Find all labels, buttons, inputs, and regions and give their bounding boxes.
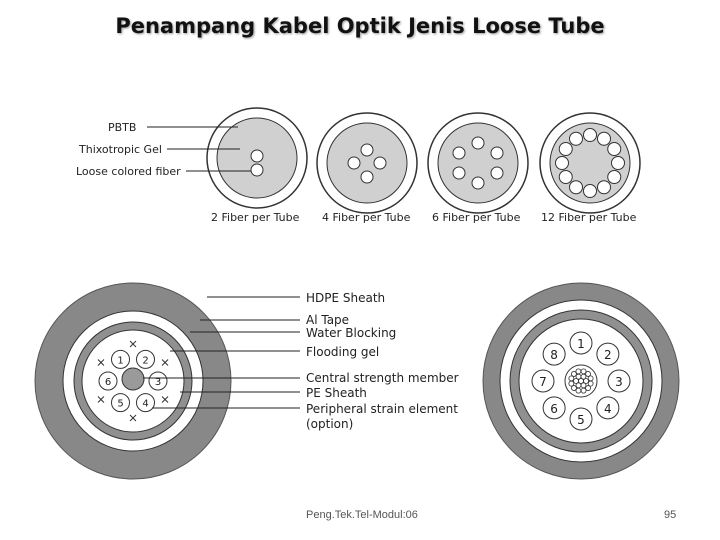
loose-tube-6: 6: [542, 396, 566, 420]
fiber: [597, 131, 611, 146]
tube-number: 4: [604, 402, 612, 416]
caption-4-fiber: 4 Fiber per Tube: [322, 211, 411, 224]
tube-number: 3: [615, 375, 623, 389]
tube-number: 2: [142, 355, 148, 366]
fiber: [250, 163, 264, 177]
loose-tube-3: 3: [148, 371, 168, 391]
label-central-strength-member: Central strength member: [306, 371, 459, 385]
cable-cross-section-left: 1 234 56: [34, 282, 232, 480]
page-title: Penampang Kabel Optik Jenis Loose Tube: [115, 14, 605, 38]
fiber: [607, 142, 622, 156]
peripheral-strain-element: [97, 396, 105, 403]
peripheral-strain-element: [161, 359, 169, 366]
fiber: [611, 156, 625, 170]
fiber: [490, 166, 504, 180]
tube-number: 5: [117, 399, 123, 410]
label-peripheral-strain-element: Peripheral strain element: [306, 402, 458, 416]
fiber: [471, 176, 485, 190]
fiber: [569, 180, 583, 195]
tube-number: 2: [604, 348, 612, 362]
fiber: [597, 180, 611, 195]
loose-tube-2: 2: [596, 342, 620, 366]
loose-tube-7: 7: [531, 369, 555, 393]
fiber: [452, 166, 466, 180]
tube-4-fiber: [316, 112, 418, 214]
tube-number: 3: [155, 377, 161, 388]
fiber: [360, 170, 374, 184]
fiber: [452, 146, 466, 160]
fiber: [569, 131, 583, 146]
loose-tube-4: 4: [136, 393, 155, 413]
peripheral-strain-element: [129, 414, 137, 422]
loose-tube-1: 1: [111, 349, 130, 369]
tube-number: 4: [142, 399, 148, 410]
fiber: [558, 170, 573, 184]
tube-number: 1: [577, 337, 585, 351]
footer-source: Peng.Tek.Tel-Modul:06: [306, 509, 418, 521]
loose-tube-8: 8: [542, 342, 566, 366]
central-strength-member: [121, 367, 145, 391]
tube-number: 8: [550, 348, 558, 362]
fiber: [471, 136, 485, 150]
label-al-tape: Al Tape: [306, 313, 349, 327]
peripheral-strain-element: [161, 396, 169, 403]
page-number: 95: [664, 509, 677, 521]
tube-number: 6: [105, 377, 111, 388]
caption-6-fiber: 6 Fiber per Tube: [432, 211, 521, 224]
fiber: [555, 156, 569, 170]
cable-cross-section-right: 1 234 5 678: [482, 282, 680, 480]
label-pe-sheath: PE Sheath: [306, 386, 367, 400]
peripheral-strain-element: [97, 359, 105, 366]
loose-tube-5: 5: [569, 407, 593, 431]
label-loose-colored-fiber: Loose colored fiber: [76, 165, 181, 178]
loose-tube-4: 4: [596, 396, 620, 420]
tube-number: 1: [117, 355, 123, 366]
label-thixotropic-gel: Thixotropic Gel: [78, 143, 162, 156]
caption-2-fiber: 2 Fiber per Tube: [211, 211, 300, 224]
fiber: [607, 170, 622, 184]
fiber: [490, 146, 504, 160]
loose-tube-2: 2: [136, 349, 155, 369]
tube-2-fiber: [206, 107, 308, 209]
label-peripheral-option: (option): [306, 417, 353, 431]
label-hdpe-sheath: HDPE Sheath: [306, 291, 385, 305]
fiber: [583, 128, 597, 142]
fiber: [250, 149, 264, 163]
loose-tube-6: 6: [98, 371, 118, 391]
tube-12-fiber: [539, 112, 641, 214]
fiber: [360, 143, 374, 157]
label-water-blocking: Water Blocking: [306, 326, 396, 340]
fiber: [558, 142, 573, 156]
fiber: [373, 156, 387, 170]
fiber: [347, 156, 361, 170]
tube-6-fiber: [427, 112, 529, 214]
peripheral-strain-element: [129, 340, 137, 348]
loose-tube-3: 3: [607, 369, 631, 393]
tube-number: 5: [577, 413, 585, 427]
loose-tube-5: 5: [111, 393, 130, 413]
tube-number: 7: [539, 375, 547, 389]
tube-number: 6: [550, 402, 558, 416]
caption-12-fiber: 12 Fiber per Tube: [541, 211, 637, 224]
label-flooding-gel: Flooding gel: [306, 345, 379, 359]
fiber: [583, 184, 597, 198]
label-pbtb: PBTB: [108, 121, 136, 134]
central-fiber-bundle: [568, 368, 594, 394]
loose-tube-1: 1: [569, 331, 593, 355]
